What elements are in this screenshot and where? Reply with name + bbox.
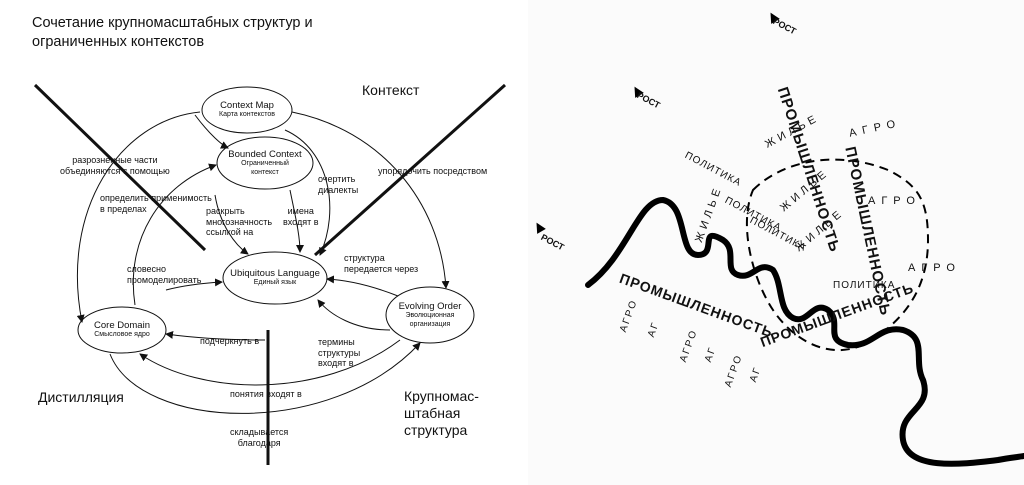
edge-map-to-order	[291, 111, 450, 289]
node-core-domain	[77, 306, 167, 354]
edge-core-to-map	[76, 111, 201, 323]
agro-label-3: АГРО	[908, 262, 961, 274]
divider-top-left	[33, 83, 207, 252]
label-ubiquitous-language: Ubiquitous Language Единый язык	[230, 268, 320, 286]
edge-label-parts: разрозненные части объединяются с помощь…	[60, 155, 170, 176]
title-line-2: ограниченных контекстов	[32, 34, 205, 50]
edge-emphasize	[165, 330, 266, 341]
node-context-map	[201, 86, 293, 134]
label-core-domain: Core Domain Смысловое ядро	[94, 320, 150, 338]
edge-core-to-ul	[165, 278, 223, 291]
region-large-scale-line-2: штабная	[404, 405, 461, 421]
edge-label-applicability: определить применимость в пределах	[100, 193, 212, 214]
edge-bounded-to-ul-1	[214, 194, 249, 255]
edge-label-ambiguity: раскрыть многозначность ссылкой на	[206, 206, 273, 237]
label-context-map: Context Map Карта контекстов	[219, 100, 275, 118]
node-evolving-order	[385, 286, 475, 344]
title-line-1: Сочетание крупномасштабных структур и	[32, 15, 313, 31]
edge-label-structure: структура передается через	[344, 253, 419, 274]
edge-label-dialects: очертить диалекты	[318, 174, 359, 195]
region-large-scale: Крупномас- штабная структура	[404, 388, 479, 439]
city-boundary	[745, 158, 930, 351]
edge-label-verbal: словесно промоделировать	[127, 264, 202, 285]
edge-label-emphasize: подчеркнуть в	[200, 336, 260, 346]
edge-bounded-to-ul-2	[289, 189, 304, 253]
diagram-title: Сочетание крупномасштабных структур и ог…	[32, 14, 352, 52]
node-bounded-context	[216, 136, 314, 190]
city-map	[585, 158, 1024, 467]
diagram-graph	[33, 83, 507, 465]
edge-label-order-via: упорядочить посредством	[378, 166, 488, 176]
edge-terms	[317, 299, 391, 331]
region-large-scale-line-1: Крупномас-	[404, 388, 479, 404]
edge-concepts	[139, 339, 401, 386]
edge-label-concepts: понятия входят в	[230, 389, 302, 399]
edge-label-formed: складывается благодаря	[230, 427, 289, 448]
region-distillation: Дистилляция	[38, 389, 124, 405]
edge-formed	[109, 342, 421, 414]
edge-map-bounded	[194, 114, 229, 149]
edge-core-to-bounded	[132, 163, 217, 306]
edge-label-names: имена входят в	[283, 206, 319, 227]
edge-label-terms: термины структуры входят в	[318, 337, 361, 368]
edge-map-to-ul	[284, 129, 331, 256]
context-diagram-panel: Сочетание крупномасштабных структур и ог…	[32, 14, 507, 465]
region-large-scale-line-3: структура	[404, 422, 468, 438]
label-evolving-order: Evolving Order Эволюционная организация	[398, 301, 462, 328]
label-bounded-context: Bounded Context Ограниченный контекст	[228, 149, 302, 176]
divider-top-right	[313, 83, 507, 257]
city-growth-map-panel: РОСТ РОСТ РОСТ ПРОМЫШЛЕННОСТЬ ПРОМЫШЛЕНН…	[528, 0, 1024, 485]
agro-label-2: АГРО	[868, 195, 921, 207]
edge-order-to-ul	[326, 275, 399, 297]
region-context: Контекст	[362, 82, 420, 98]
politics-label-4: ПОЛИТИКА	[833, 280, 896, 291]
river	[585, 196, 1024, 467]
